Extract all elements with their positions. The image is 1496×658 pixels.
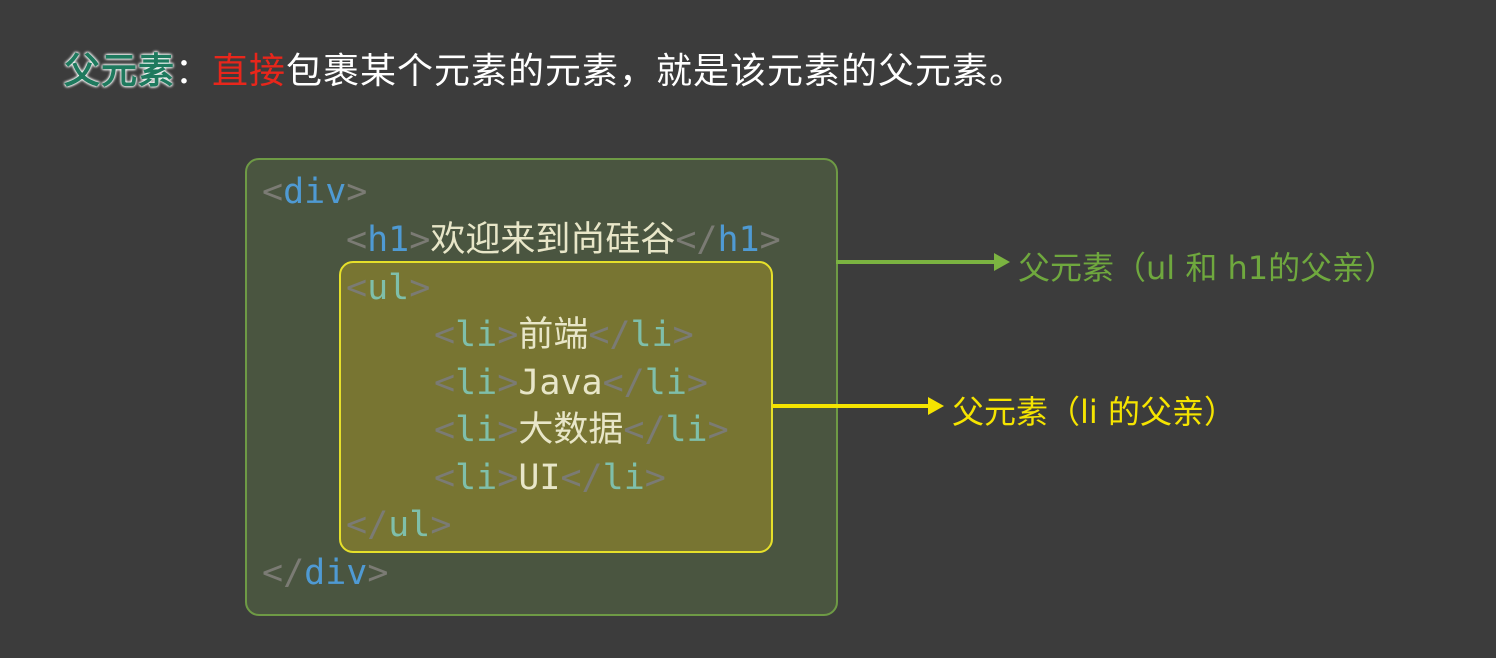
green-arrow-icon	[836, 253, 1010, 271]
title-emphasis: 直接	[212, 51, 287, 92]
code-h1: <h1>欢迎来到尚硅谷</h1>	[346, 220, 781, 260]
slide-title: 父元素：直接包裹某个元素的元素，就是该元素的父元素。	[64, 42, 1026, 94]
title-rest: 包裹某个元素的元素，就是该元素的父元素。	[286, 51, 1027, 92]
code-li-2: <li>Java</li>	[434, 363, 708, 403]
ul-parent-box	[339, 261, 773, 553]
title-colon: ：	[175, 51, 213, 92]
code-div-open: <div>	[262, 172, 368, 212]
code-ul-close: </ul>	[346, 505, 452, 545]
code-li-1: <li>前端</li>	[434, 315, 694, 355]
code-li-4: <li>UI</li>	[434, 458, 666, 498]
code-div-close: </div>	[262, 553, 389, 593]
code-ul-open: <ul>	[346, 268, 431, 308]
title-term: 父元素	[64, 51, 176, 92]
code-li-3: <li>大数据</li>	[434, 410, 729, 450]
yellow-arrow-icon	[772, 397, 944, 415]
div-parent-label: 父元素（ul 和 h1的父亲）	[1018, 249, 1397, 287]
ul-parent-label: 父元素（li 的父亲）	[952, 393, 1236, 431]
